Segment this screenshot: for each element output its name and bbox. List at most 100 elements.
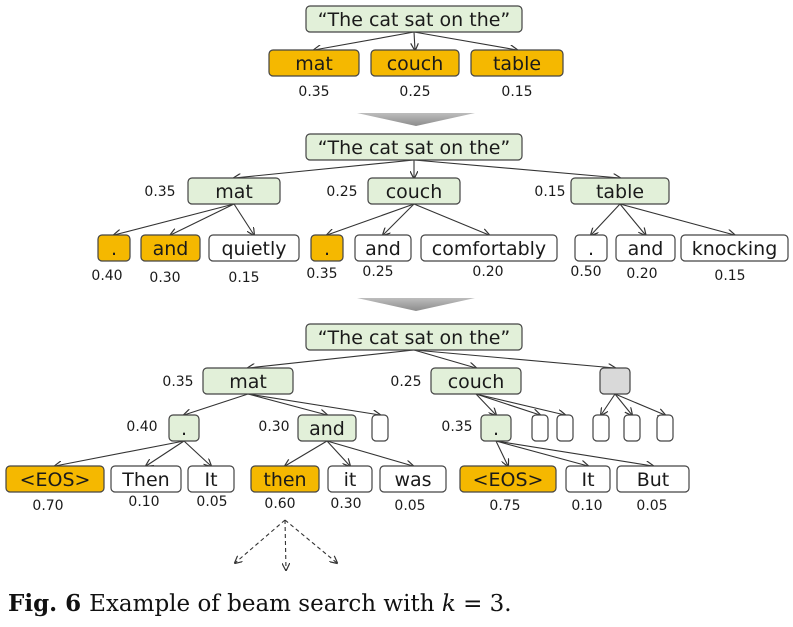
beam-0-step3: mat (202, 367, 294, 395)
beam-1-step2-label: couch (386, 181, 443, 203)
candidate-prob-1-step1: 0.25 (399, 84, 430, 100)
prompt-node-step2-box (305, 133, 523, 161)
empty-node-box (531, 414, 549, 442)
tree-edge (285, 440, 328, 466)
child-2-1-step2-label: and (628, 238, 664, 260)
leaf-8-step3-label: But (637, 469, 670, 491)
candidate-0-step1: mat (268, 49, 360, 77)
child-2-1-step2-box (615, 234, 676, 262)
tree-edge (233, 203, 254, 235)
tree-edge (413, 349, 476, 368)
leaf-prob-0-step3: 0.70 (32, 498, 63, 514)
beam-1-step3-box (430, 367, 522, 395)
empty-node (592, 414, 610, 442)
prompt-node-step2-label: “The cat sat on the” (318, 137, 511, 159)
beam-0-step3-label: mat (229, 371, 267, 393)
beam-score-2-step2: 0.15 (534, 184, 565, 200)
leaf-prob-6-step3: 0.75 (489, 498, 520, 514)
leaf-3-step3-box (250, 465, 320, 493)
leaf-5-step3-box (379, 465, 447, 493)
leaf-7-step3-label: It (581, 469, 594, 491)
level2-1-step3-label: and (309, 418, 345, 440)
empty-node-box (592, 414, 610, 442)
child-1-2-step2-box (420, 234, 558, 262)
tree-edge (414, 31, 415, 50)
beam-0-step2: mat (187, 177, 281, 205)
leaf-4-step3-box (327, 465, 373, 493)
child-1-1-step2: and (354, 234, 412, 262)
child-1-0-step2-label: . (324, 238, 330, 260)
empty-node (556, 414, 574, 442)
leaf-0-step3: <EOS> (5, 465, 105, 493)
prompt-node-step3: “The cat sat on the” (305, 323, 523, 351)
tree-edge (183, 440, 211, 466)
tree-edge (614, 393, 632, 415)
tree-edge (247, 393, 327, 415)
tree-edge (171, 203, 235, 235)
child-0-0-step2-box (97, 234, 131, 262)
level2-score-2-step3: 0.35 (441, 419, 472, 435)
prompt-node-step1-label: “The cat sat on the” (318, 9, 511, 31)
tree-edge (284, 519, 337, 563)
tree-edge (619, 203, 646, 235)
beam-2-step2-box (570, 177, 670, 205)
empty-node (656, 414, 674, 442)
level2-score-0-step3: 0.40 (126, 419, 157, 435)
tree-edge (146, 440, 185, 466)
tree-edge (475, 393, 496, 415)
tree-edge (614, 393, 665, 415)
leaf-prob-1-step3: 0.10 (128, 494, 159, 510)
leaf-5-step3-label: was (394, 469, 431, 491)
beam-search-diagram: “The cat sat on the” mat 0.35 couch 0.25 tabl… (5, 5, 789, 590)
level2-0-step3: . (168, 414, 200, 442)
tree-edge (248, 349, 415, 368)
leaf-0-step3-box (5, 465, 105, 493)
child-1-2-step2: comfortably (420, 234, 558, 262)
child-1-0-step2-box (310, 234, 344, 262)
leaf-2-step3: It (187, 465, 235, 493)
leaf-1-step3: Then (110, 465, 182, 493)
candidate-1-step1: couch (370, 49, 460, 77)
candidate-1-step1-label: couch (387, 53, 444, 75)
leaf-6-step3-label: <EOS> (473, 469, 544, 491)
leaf-1-step3-label: Then (121, 469, 169, 491)
child-2-0-step2-label: . (588, 238, 594, 260)
tree-edge (114, 203, 235, 235)
child-2-2-step2: knocking (680, 234, 789, 262)
leaf-prob-7-step3: 0.10 (571, 498, 602, 514)
beam-0-step2-box (187, 177, 281, 205)
tree-edge (326, 440, 413, 466)
tree-edge (247, 393, 380, 415)
beam-2-step2-label: table (596, 181, 644, 203)
child-0-1-step2-box (140, 234, 201, 262)
tree-edge (55, 440, 185, 466)
child-prob-2-0-step2: 0.50 (570, 264, 601, 280)
level2-score-1-step3: 0.30 (258, 419, 289, 435)
leaf-3-step3-label: then (263, 469, 306, 491)
tree-edge (591, 203, 621, 235)
child-prob-0-0-step2: 0.40 (91, 268, 122, 284)
leaf-2-step3-label: It (204, 469, 217, 491)
beam-1-step2: couch (367, 177, 461, 205)
child-1-2-step2-label: comfortably (432, 238, 546, 260)
candidate-prob-2-step1: 0.15 (501, 84, 532, 100)
child-prob-2-2-step2: 0.15 (714, 268, 745, 284)
tree-edge (234, 159, 415, 178)
prompt-node-step3-box (305, 323, 523, 351)
caption-equals: = 3. (455, 591, 512, 617)
leaf-0-step3-label: <EOS> (20, 469, 91, 491)
child-2-0-step2: . (574, 234, 608, 262)
tree-edge (475, 393, 565, 415)
caption-text: Example of beam search with (89, 591, 442, 617)
child-0-2-step2: quietly (208, 234, 300, 262)
tree-edge (326, 440, 350, 466)
beam-0-step3-box (202, 367, 294, 395)
caption-variable: k (441, 591, 456, 617)
level2-1-step3-box (297, 414, 357, 442)
leaf-1-step3-box (110, 465, 182, 493)
empty-node-box (556, 414, 574, 442)
empty-node (371, 414, 389, 442)
level2-2-step3: . (480, 414, 512, 442)
beam-score-1-step3: 0.25 (390, 374, 421, 390)
candidate-1-step1-box (370, 49, 460, 77)
